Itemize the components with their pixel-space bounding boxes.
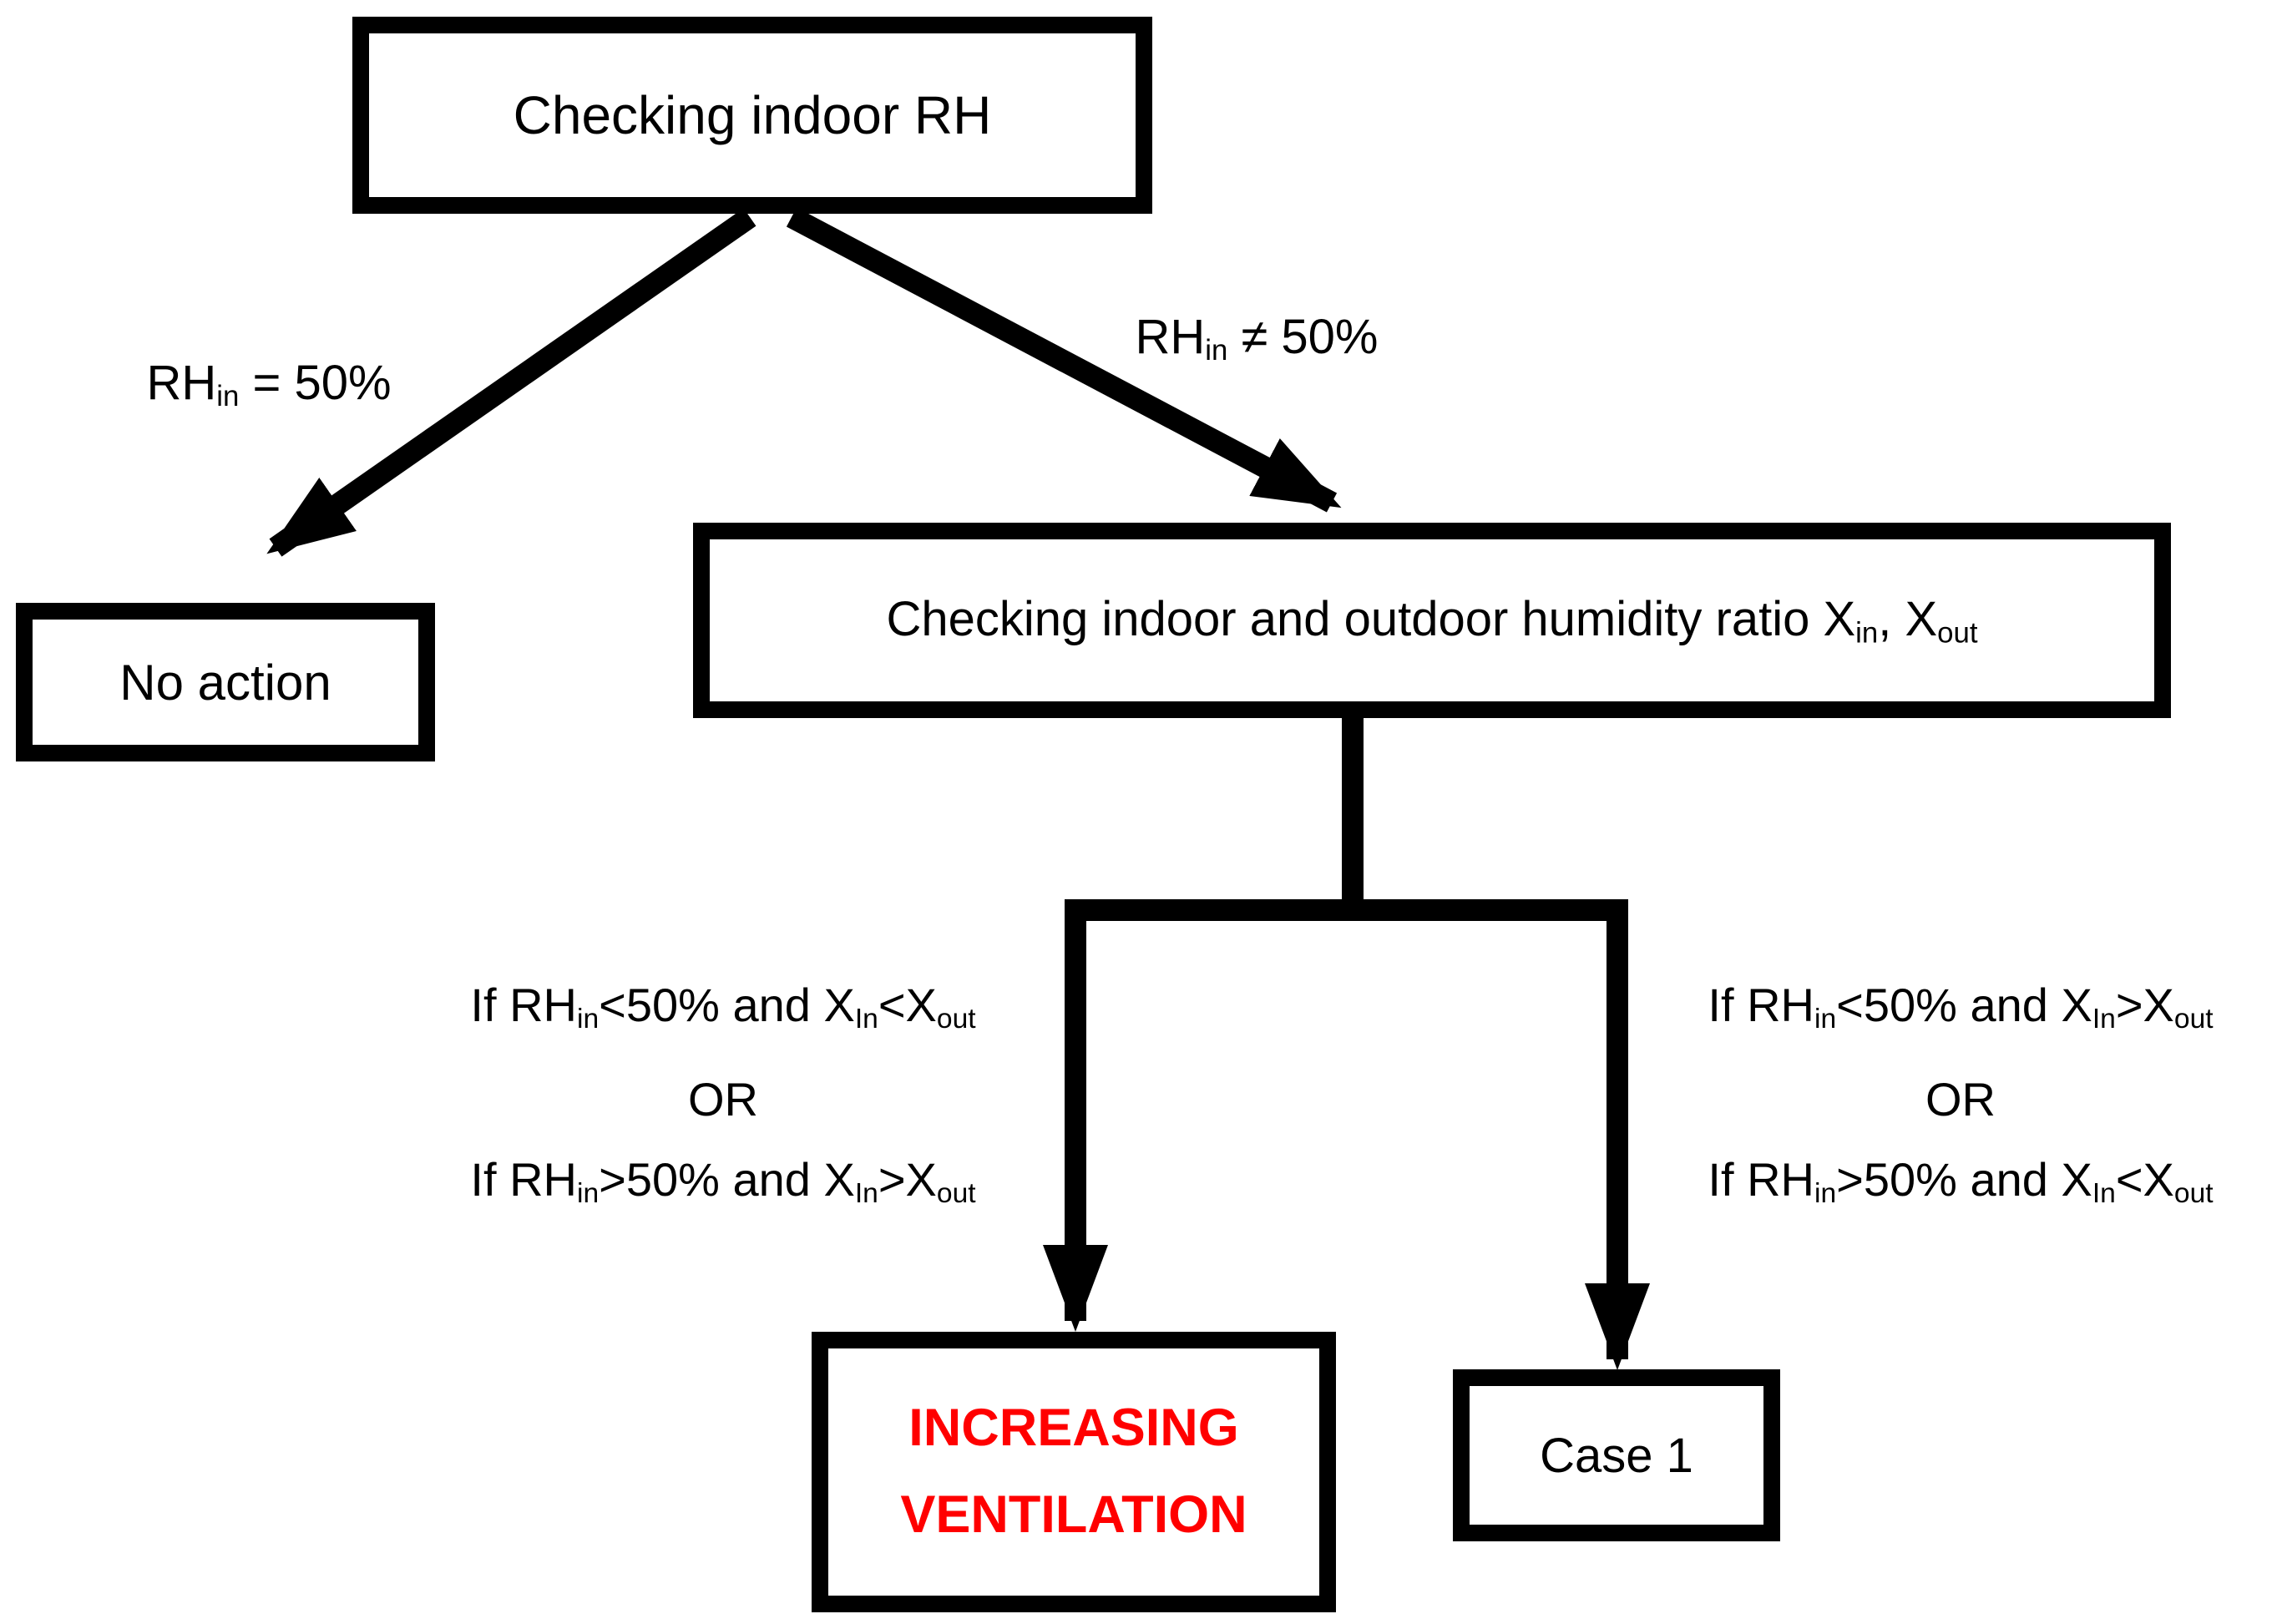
node-increasing-ventilation-label: INCREASING VENTILATION <box>900 1399 1247 1544</box>
node-checking-indoor-rh-label: Checking indoor RH <box>513 85 992 145</box>
node-case-1: Case 1 <box>1453 1369 1780 1541</box>
condition-block-right: If RHin<50% and XIn>Xout OR If RHin>50% … <box>1708 965 2213 1234</box>
node-checking-humidity-ratio-label: Checking indoor and outdoor humidity rat… <box>886 591 1978 650</box>
edge-label-rh-not-equal-50: RHin ≠ 50% <box>1135 309 1378 367</box>
node-no-action: No action <box>16 603 435 761</box>
condition-block-left: If RHin<50% and XIn<Xout OR If RHin>50% … <box>470 965 975 1234</box>
node-no-action-label: No action <box>119 654 331 711</box>
condition-left-line-1: If RHin<50% and XIn<Xout <box>470 979 976 1035</box>
condition-left-line-3: If RHin>50% and XIn>Xout <box>470 1153 976 1210</box>
edge-label-rh-equal-50-text: RHin = 50% <box>146 355 392 413</box>
node-checking-humidity-ratio: Checking indoor and outdoor humidity rat… <box>693 523 2171 718</box>
arrow-check-rh-to-check-x <box>786 207 1342 513</box>
edge-label-rh-not-equal-50-text: RHin ≠ 50% <box>1135 309 1379 367</box>
condition-right-line-3: If RHin>50% and XIn<Xout <box>1708 1153 2214 1210</box>
node-increasing-ventilation: INCREASING VENTILATION <box>812 1332 1336 1612</box>
condition-left-line-2: OR <box>688 1073 758 1126</box>
condition-right-line-1: If RHin<50% and XIn>Xout <box>1708 979 2214 1035</box>
condition-right-line-2: OR <box>1925 1073 1996 1126</box>
node-case-1-label: Case 1 <box>1540 1428 1693 1483</box>
arrow-check-rh-to-no-action <box>266 208 756 557</box>
edge-label-rh-equal-50: RHin = 50% <box>146 355 391 413</box>
node-checking-indoor-rh: Checking indoor RH <box>352 17 1152 214</box>
